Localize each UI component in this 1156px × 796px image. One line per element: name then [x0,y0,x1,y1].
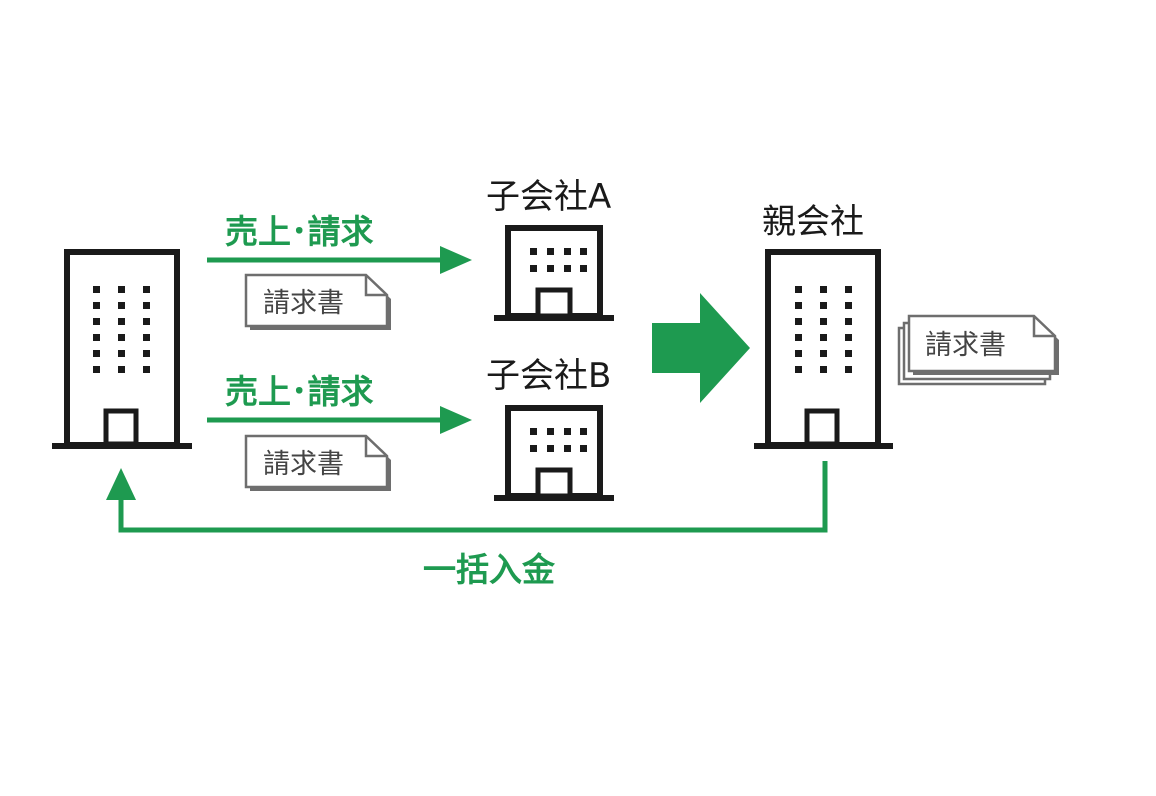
document-icon [244,273,391,330]
payment-return-arrow [106,461,828,533]
consolidation-arrow-icon [652,293,750,403]
sales-arrow-top [207,246,472,274]
invoice-doc-label-parent: 請求書 [925,330,1006,361]
lump-sum-payment-label: 一括入金 [423,550,556,589]
sales-invoice-label-top: 売上･請求 [225,212,374,251]
parent-building-icon [754,249,893,449]
invoice-doc-label-bottom: 請求書 [263,449,344,480]
parent-company-label: 親会社 [762,202,864,242]
subsidiary-b-building-icon [494,405,614,501]
customer-building-icon [52,249,192,449]
sales-invoice-label-bottom: 売上･請求 [225,372,374,411]
subsidiary-a-label: 子会社A [486,177,611,217]
document-icon [244,434,391,491]
subsidiary-a-building-icon [494,225,614,321]
subsidiary-b-label: 子会社B [486,356,611,396]
invoice-doc-label-top: 請求書 [263,288,344,319]
sales-arrow-bottom [207,406,472,434]
stacked-documents-icon [897,314,1059,386]
